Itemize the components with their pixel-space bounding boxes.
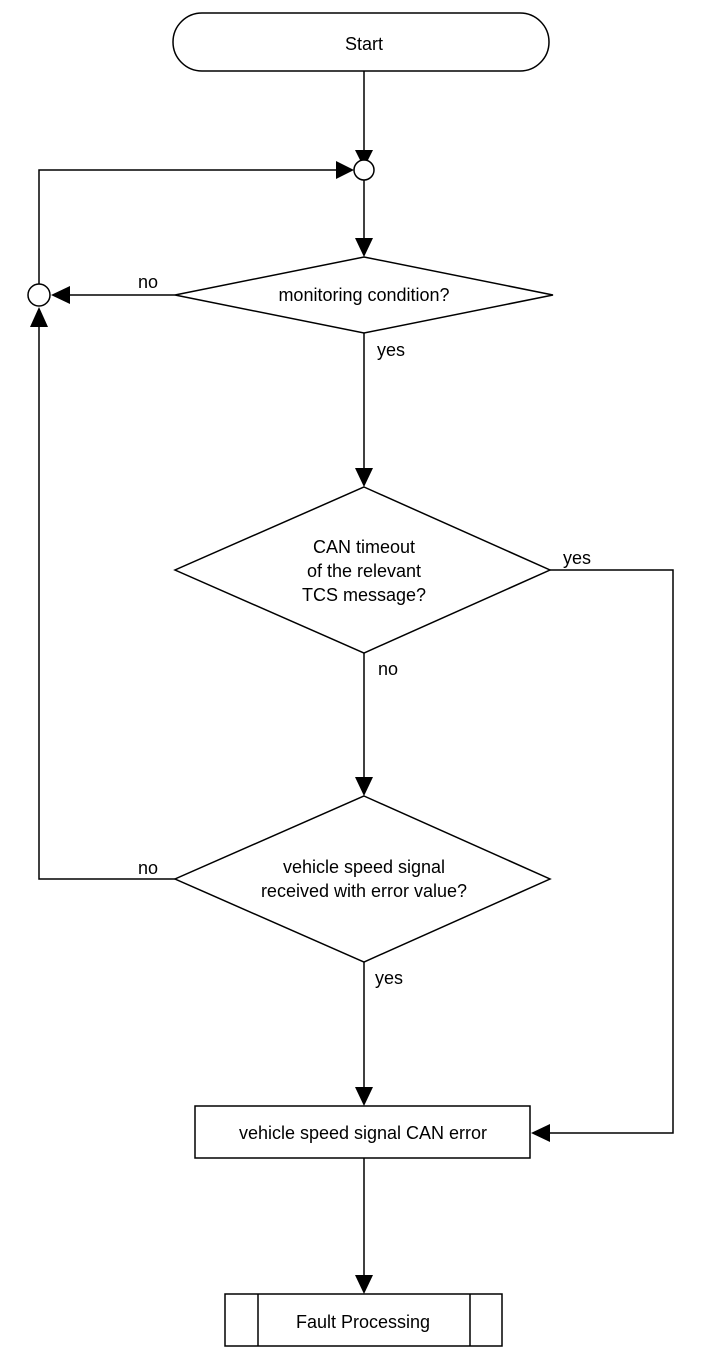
- edge-timeout-yes: [531, 569, 674, 1142]
- can-timeout-line-1: CAN timeout: [313, 537, 415, 557]
- can-timeout-line-3: TCS message?: [302, 585, 426, 605]
- monitoring-yes-label: yes: [377, 340, 405, 360]
- speed-signal-line-2: received with error value?: [261, 881, 467, 901]
- can-error-label: vehicle speed signal CAN error: [239, 1123, 487, 1143]
- speed-signal-line-1: vehicle speed signal: [283, 857, 445, 877]
- junction-top: [353, 159, 375, 181]
- speed-no-label: no: [138, 858, 158, 878]
- monitoring-no-label: no: [138, 272, 158, 292]
- edge-monitoring-yes: [355, 333, 373, 487]
- edge-error-to-fault: [355, 1158, 373, 1294]
- start-node: Start: [172, 12, 550, 72]
- can-error-box: vehicle speed signal CAN error: [194, 1105, 531, 1159]
- edge-monitoring-no: [51, 286, 175, 304]
- edge-timeout-no: [355, 653, 373, 796]
- timeout-no-label: no: [378, 659, 398, 679]
- edge-speed-no: [30, 307, 175, 880]
- fault-processing-label: Fault Processing: [296, 1312, 430, 1332]
- speed-signal-decision: vehicle speed signal received with error…: [173, 795, 552, 963]
- can-timeout-decision: CAN timeout of the relevant TCS message?: [173, 486, 552, 654]
- junction-left: [27, 283, 51, 307]
- can-timeout-line-2: of the relevant: [307, 561, 421, 581]
- timeout-yes-label: yes: [563, 548, 591, 568]
- fault-processing-box: Fault Processing: [224, 1293, 503, 1347]
- monitoring-label: monitoring condition?: [278, 285, 449, 305]
- start-label: Start: [345, 34, 383, 54]
- edge-start-to-junction: [355, 71, 373, 168]
- edge-speed-yes: [355, 962, 373, 1106]
- monitoring-decision: monitoring condition?: [174, 256, 554, 334]
- edge-loop-to-top: [38, 161, 354, 284]
- edge-junction-to-monitoring: [355, 180, 373, 257]
- speed-yes-label: yes: [375, 968, 403, 988]
